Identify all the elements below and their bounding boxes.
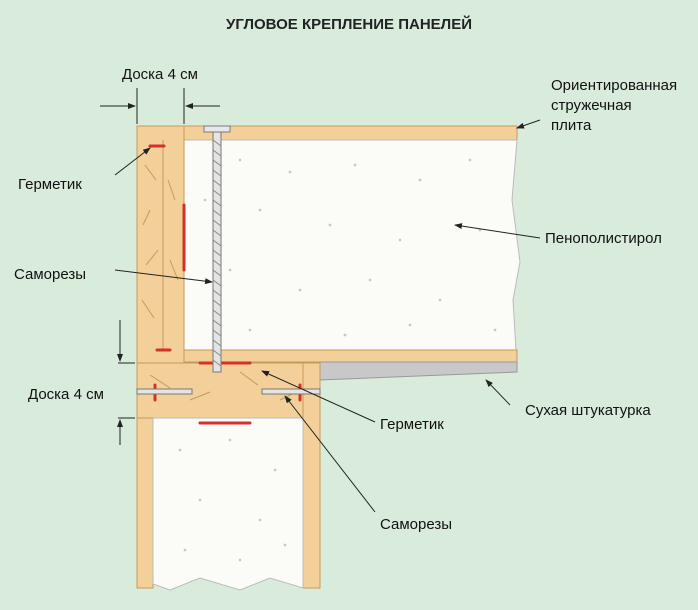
foam-core-lower xyxy=(152,417,304,591)
label-osb-line-3: плита xyxy=(551,117,592,134)
label-screws-left: Саморезы xyxy=(14,266,87,283)
osb-right-skin-lower xyxy=(302,362,321,589)
sealant-marks xyxy=(148,144,302,425)
osb-top-skin xyxy=(136,125,518,141)
label-screws-bottom: Саморезы xyxy=(380,516,453,533)
label-osb-line-1: Ориентированная xyxy=(551,77,678,94)
label-sealant-bottom: Герметик xyxy=(380,416,444,433)
dimension-bottom xyxy=(117,320,135,445)
osb-left-skin-lower xyxy=(136,417,154,589)
osb-bottom-skin xyxy=(136,349,518,363)
foam-texture xyxy=(178,158,497,562)
wood-grain xyxy=(141,164,297,401)
diagram-title: УГЛОВОЕ КРЕПЛЕНИЕ ПАНЕЛЕЙ xyxy=(226,16,472,33)
vertical-board xyxy=(136,125,185,364)
foam-core-top xyxy=(183,139,521,351)
dimension-top xyxy=(100,88,220,124)
drywall-strip xyxy=(319,361,518,381)
label-osb: Ориентированная стружечная плита xyxy=(551,76,677,136)
label-osb-line-2: стружечная xyxy=(551,97,632,114)
label-drywall: Сухая штукатурка xyxy=(525,402,651,419)
label-board-bottom: Доска 4 см xyxy=(28,386,104,403)
label-sealant-left: Герметик xyxy=(18,176,82,193)
screw-vertical xyxy=(203,125,231,373)
leader-lines xyxy=(114,119,541,513)
label-board-top: Доска 4 см xyxy=(122,66,198,83)
screws-horizontal xyxy=(136,388,321,395)
label-foam: Пенополистирол xyxy=(545,230,662,247)
